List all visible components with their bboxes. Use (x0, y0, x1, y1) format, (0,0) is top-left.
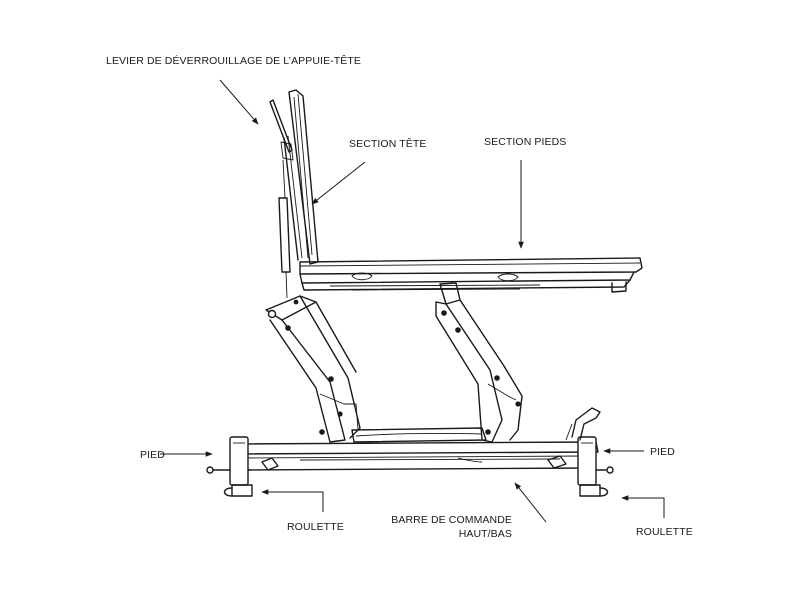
pointer-caster-left (261, 489, 324, 512)
head-section-panel (288, 89, 319, 265)
foot-section-panel (299, 257, 643, 293)
base-frame (231, 441, 599, 471)
label-head-section: SECTION TÊTE (349, 137, 426, 150)
center-actuator (351, 427, 487, 443)
pointer-head-section (311, 161, 366, 205)
label-foot-left: PIED (140, 449, 165, 461)
headrest-lever (269, 99, 303, 261)
pointer-caster-right (621, 495, 665, 518)
gas-spring (278, 159, 291, 299)
right-scissor-arm (435, 282, 523, 443)
right-foot (577, 436, 609, 497)
table-illustration (206, 89, 643, 497)
label-foot-right: PIED (650, 446, 675, 458)
label-control-bar-line2: HAUT/BAS (459, 528, 512, 540)
left-scissor-arm (265, 295, 361, 443)
callout-pointers (160, 79, 665, 523)
foot-pedal (565, 407, 601, 441)
label-caster-left: ROULETTE (287, 521, 344, 533)
label-headrest-lever: LEVIER DE DÉVERROUILLAGE DE L’APPUIE-TÊT… (106, 54, 361, 67)
label-caster-right: ROULETTE (636, 526, 693, 538)
callout-labels: LEVIER DE DÉVERROUILLAGE DE L’APPUIE-TÊT… (106, 54, 693, 540)
pointer-headrest-lever (219, 79, 259, 125)
label-foot-section: SECTION PIEDS (484, 136, 566, 148)
pointer-control-bar (514, 482, 547, 523)
label-control-bar-line1: BARRE DE COMMANDE (391, 514, 512, 526)
left-foot (223, 436, 253, 497)
